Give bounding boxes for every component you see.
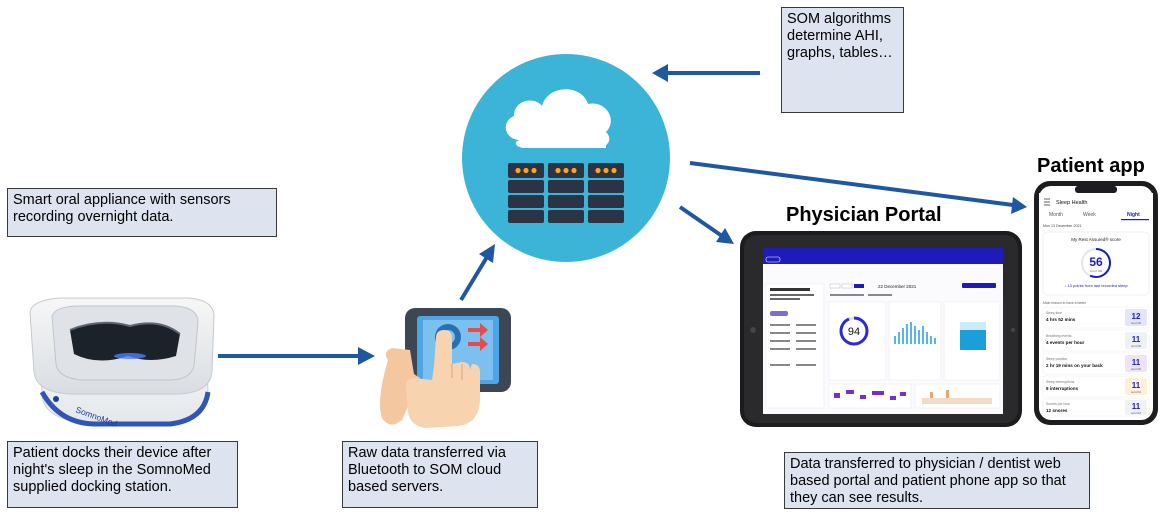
phone-metric-row: Breathing events 4 events per hour 11 ou… (1042, 329, 1150, 352)
arrow-cloud-to-app (689, 161, 1027, 214)
metric-label: Sleep time (1046, 311, 1062, 315)
metric-sub: out of 20 (1131, 367, 1142, 371)
phone-tab-month: Month (1049, 212, 1063, 218)
metric-value: 2 hr 19 mins on your back (1046, 363, 1103, 368)
portal-tablet-frame: 22 December 2021 94 (740, 231, 1022, 427)
metric-sub: out of 30 (1131, 321, 1142, 325)
metric-label: Breathing events (1046, 334, 1072, 338)
phone-date: Mon 13 December 2021 (1043, 224, 1082, 228)
smart-appliance-caption: Smart oral appliance with sensors record… (7, 188, 277, 237)
phone-tab-week: Week (1083, 212, 1096, 218)
metric-value: 12 snores (1046, 408, 1068, 413)
portal-date: 22 December 2021 (878, 284, 917, 289)
metric-score: 11 (1132, 402, 1141, 411)
patient-app-title: Patient app (1037, 155, 1145, 177)
phone-section-label: Main reason to have a better (1043, 301, 1087, 305)
phone-metric-row: Snores per hour 12 snores 11 out of 10 (1042, 398, 1150, 417)
metric-label: Sleep interruptions (1046, 380, 1075, 384)
metric-score: 11 (1132, 381, 1141, 390)
phone-metric-row: Sleep time 4 hrs 52 mins 12 out of 30 (1042, 306, 1150, 329)
patient-phone-frame: Sleep Health Month Week Night Mon 13 Dec… (1034, 181, 1158, 425)
patient-docks-caption: Patient docks their device after night's… (7, 441, 238, 508)
phone-score: 56 (1089, 255, 1103, 269)
metric-label: Sleep position (1046, 357, 1067, 361)
metric-sub: out of 10 (1131, 390, 1142, 394)
hand-tablet-icon (380, 308, 511, 428)
phone-score-label: My Rest Assured® score (1071, 236, 1121, 242)
raw-data-caption: Raw data transferred via Bluetooth to SO… (342, 441, 538, 508)
metric-sub: out of 10 (1131, 411, 1142, 415)
metric-score: 12 (1132, 312, 1141, 321)
metric-score: 11 (1132, 335, 1141, 344)
metric-score: 11 (1132, 358, 1141, 367)
portal-bar-chart (894, 322, 936, 344)
arrow-dock-to-tablet (218, 347, 375, 365)
phone-metric-row: Sleep position 2 hr 19 mins on your back… (1042, 352, 1150, 375)
metric-value: 8 interruptions (1046, 386, 1079, 391)
metric-value: 4 hrs 52 mins (1046, 317, 1076, 322)
som-algorithms-caption: SOM algorithms determine AHI, graphs, ta… (781, 7, 904, 113)
cloud-server-icon (462, 54, 670, 262)
arrow-cloud-to-portal (678, 205, 734, 244)
metric-label: Snores per hour (1046, 402, 1071, 406)
phone-points-note: ↓ 13 points from last recorded sleep (1064, 283, 1128, 288)
phone-tab-night: Night (1127, 212, 1140, 218)
metric-value: 4 events per hour (1046, 340, 1085, 345)
arrow-tablet-to-cloud (459, 244, 495, 302)
data-transferred-caption: Data transferred to physician / dentist … (784, 452, 1090, 509)
phone-metric-row: Sleep interruptions 8 interruptions 11 o… (1042, 375, 1150, 398)
server-rack-icon (508, 163, 624, 223)
phone-header: Sleep Health (1056, 200, 1088, 206)
phone-score-sub: out of 100 (1090, 269, 1103, 273)
portal-score: 94 (848, 326, 860, 338)
metric-sub: out of 30 (1131, 344, 1142, 348)
arrow-som-to-cloud (652, 64, 760, 82)
physician-portal-title: Physician Portal (786, 204, 942, 226)
docking-station-image: SomnoMed (29, 297, 215, 429)
